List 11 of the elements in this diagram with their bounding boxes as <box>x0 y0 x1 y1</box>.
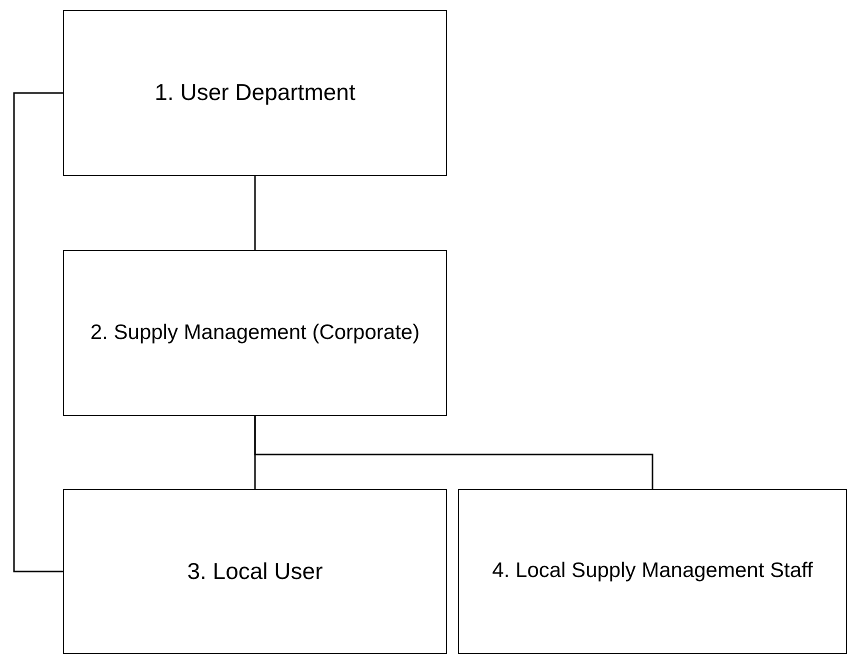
box-label: 2. Supply Management (Corporate) <box>90 320 420 346</box>
org-box <box>63 489 447 654</box>
box-label: 4. Local Supply Management Staff <box>492 558 813 584</box>
box-label: 3. Local User <box>187 556 323 586</box>
org-box <box>63 10 447 176</box>
connector-line <box>254 416 654 489</box>
org-box <box>63 250 447 416</box>
org-box <box>458 489 847 654</box>
connector-line <box>254 176 256 250</box>
box-label: 1. User Department <box>154 78 356 108</box>
connector-line <box>13 92 63 572</box>
